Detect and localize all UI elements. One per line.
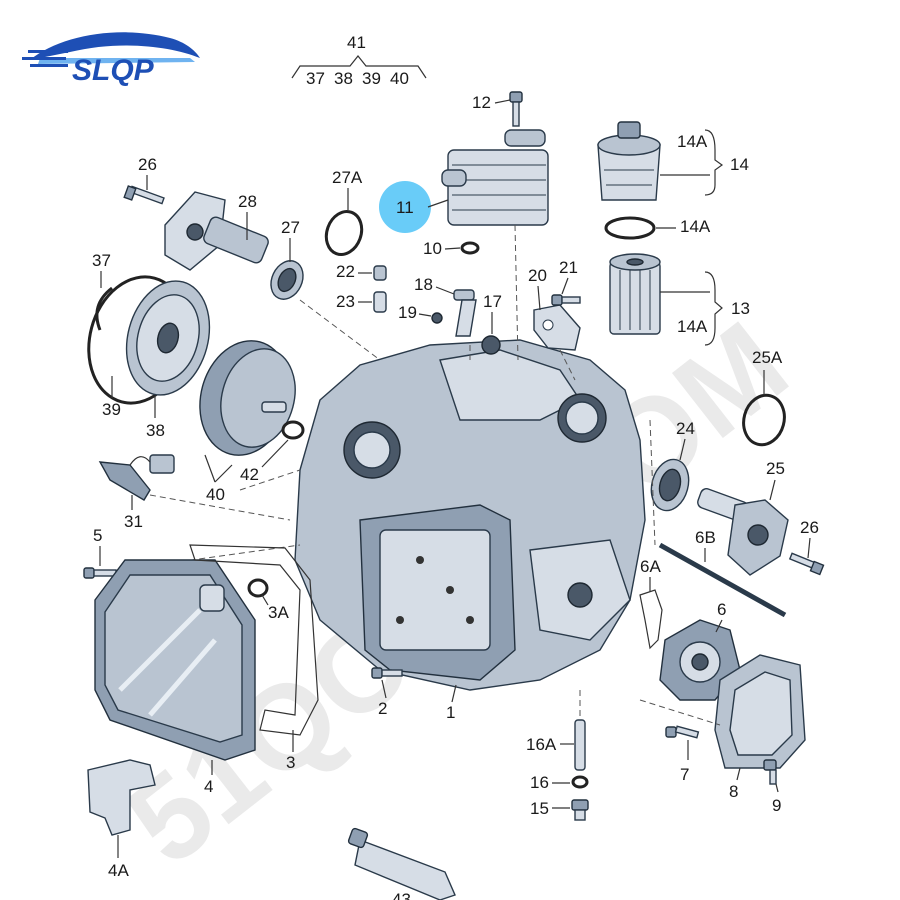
sealant-tube-43 (347, 827, 456, 900)
transmission-housing (294, 339, 646, 691)
clutch-disc-38 (125, 280, 211, 396)
o-ring-14A (604, 216, 656, 240)
ring-42 (281, 420, 305, 440)
svg-text:40: 40 (390, 69, 409, 88)
drive-flange-28 (164, 191, 269, 271)
callout-14: 14 (730, 155, 749, 174)
callout-2: 2 (378, 699, 387, 718)
callout-19: 19 (398, 303, 417, 322)
bolt-26-top (123, 185, 165, 205)
callout-20: 20 (528, 266, 547, 285)
callout-7: 7 (680, 765, 689, 784)
long-bolt-6B (658, 542, 787, 618)
callout-14A-bot: 14A (677, 317, 708, 336)
callout-22: 22 (336, 262, 355, 281)
svg-text:39: 39 (362, 69, 381, 88)
callout-23: 23 (336, 292, 355, 311)
gasket-3 (189, 544, 319, 736)
callout-27A: 27A (332, 168, 363, 187)
callout-26-top: 26 (138, 155, 157, 174)
oil-filter-13 (609, 253, 661, 335)
bracket-18 (453, 289, 477, 337)
callout-16A: 16A (526, 735, 557, 754)
filter-housing-cap-14 (597, 121, 661, 201)
callout-37-ring: 37 (92, 251, 111, 270)
svg-text:37: 37 (306, 69, 325, 88)
callout-25A: 25A (752, 348, 783, 367)
callout-13: 13 (731, 299, 750, 318)
callout-15: 15 (530, 799, 549, 818)
callout-4: 4 (204, 777, 213, 796)
callout-6B: 6B (695, 528, 716, 547)
svg-text:SLQP: SLQP (72, 54, 155, 87)
pin-23 (373, 291, 387, 313)
callout-41-group: 41 37 38 39 40 (291, 33, 427, 88)
callout-21: 21 (559, 258, 578, 277)
callout-24: 24 (676, 419, 695, 438)
seal-10 (460, 241, 480, 255)
callout-12: 12 (472, 93, 491, 112)
o-ring-3A (247, 578, 269, 598)
clutch-assembly-40 (199, 340, 296, 456)
callout-14A-top: 14A (677, 132, 708, 151)
bolt-7 (665, 725, 700, 739)
cover-8 (714, 654, 806, 769)
callout-6A: 6A (640, 557, 661, 576)
ring-25A (742, 393, 786, 447)
gasket-6A (639, 589, 663, 650)
bracket-20 (533, 304, 581, 351)
oil-cooler (441, 129, 549, 226)
callout-28: 28 (238, 192, 257, 211)
drain-plug-15 (571, 799, 589, 821)
sensor-31 (98, 454, 175, 501)
bolt-9 (763, 759, 777, 785)
svg-text:38: 38 (334, 69, 353, 88)
callout-43: 43 (392, 890, 411, 900)
drive-flange-25 (697, 488, 789, 576)
callout-39-ring: 39 (102, 400, 121, 419)
bolt-26-right (788, 552, 825, 576)
highlight-marker (379, 181, 431, 233)
svg-text:41: 41 (347, 33, 366, 52)
callout-27: 27 (281, 218, 300, 237)
callout-10: 10 (423, 239, 442, 258)
callout-40: 40 (206, 485, 225, 504)
callout-3A: 3A (268, 603, 289, 622)
snap-ring-37 (95, 286, 113, 331)
callout-16: 16 (530, 773, 549, 792)
seal-16 (571, 775, 589, 789)
callout-31: 31 (124, 512, 143, 531)
bolt-5 (83, 567, 117, 579)
bolt-21 (551, 294, 563, 306)
ring-27A (324, 210, 364, 256)
callout-26-right: 26 (800, 518, 819, 537)
callout-38: 38 (146, 421, 165, 440)
nut-19 (431, 312, 443, 324)
callout-3: 3 (286, 753, 295, 772)
seal-17 (481, 335, 501, 355)
callout-6: 6 (717, 600, 726, 619)
drain-tube-16A (574, 719, 586, 771)
callout-9: 9 (772, 796, 781, 815)
plug-22 (373, 265, 387, 281)
callout-8: 8 (729, 782, 738, 801)
callout-11: 11 (396, 198, 414, 217)
bolt-12 (509, 91, 523, 127)
callout-25: 25 (766, 459, 785, 478)
bolt-2 (371, 667, 403, 679)
oil-pan-4 (94, 559, 256, 761)
callout-14A-mid: 14A (680, 217, 711, 236)
callout-17: 17 (483, 292, 502, 311)
brand-logo: SLQP (22, 32, 200, 87)
callout-1: 1 (446, 703, 455, 722)
callout-42: 42 (240, 465, 259, 484)
bracket-4A (87, 759, 156, 836)
callout-5: 5 (93, 526, 102, 545)
callout-4A: 4A (108, 861, 129, 880)
callout-18: 18 (414, 275, 433, 294)
